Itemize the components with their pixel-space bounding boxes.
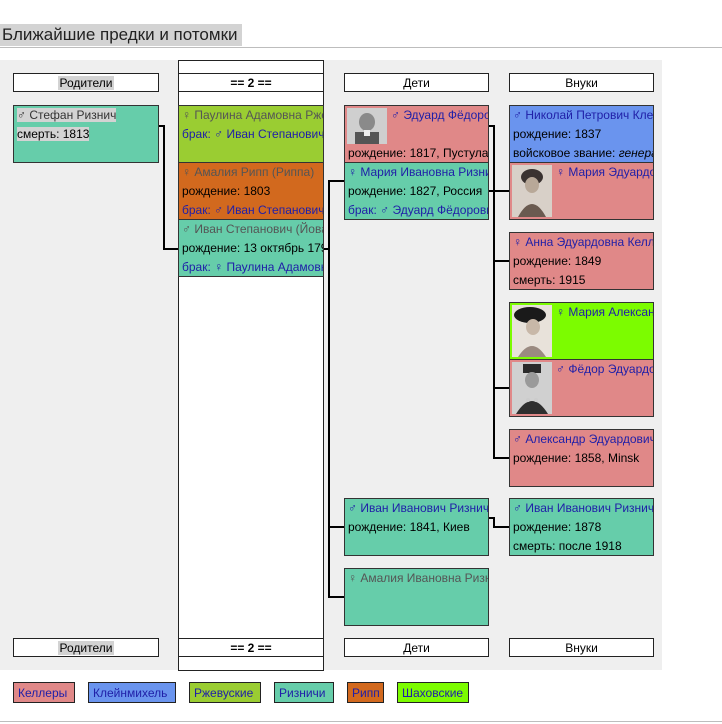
connector-line bbox=[328, 596, 344, 598]
person-name[interactable]: ♂ Эдуард Фёдорович bbox=[391, 108, 488, 122]
person-card-ivan-ivanovich-jr[interactable]: ♂ Иван Иванович Ризнич рождение: 1878 см… bbox=[509, 498, 654, 556]
legend-rzhevuskie[interactable]: Ржевуские bbox=[189, 682, 261, 703]
person-death: смерть: после 1918 bbox=[513, 539, 622, 553]
spouse-link[interactable]: ♂ Эдуард Фёдорович bbox=[380, 203, 488, 217]
person-name[interactable]: ♂ Фёдор Эдуардович bbox=[556, 362, 653, 376]
marriage-label: брак: bbox=[182, 203, 211, 217]
person-name[interactable]: ♂ Иван Степанович (Йован) bbox=[182, 222, 323, 236]
connector-line bbox=[328, 526, 344, 528]
connector-line bbox=[163, 125, 165, 249]
person-death: смерть: 1813 bbox=[17, 127, 90, 141]
person-card-anna[interactable]: ♀ Анна Эдуардовна Келлер рождение: 1849 … bbox=[509, 232, 654, 290]
military-rank-label: войсковое звание: bbox=[513, 146, 616, 160]
person-birth: рождение: 1878 bbox=[513, 520, 602, 534]
connector-line bbox=[493, 526, 509, 528]
header-parents-label: Родители bbox=[57, 76, 115, 90]
connector-line bbox=[493, 125, 495, 459]
person-birth: рождение: 1827, Россия bbox=[348, 184, 483, 198]
legend-kellery[interactable]: Келлеры bbox=[13, 682, 75, 703]
person-name[interactable]: ♂ Иван Иванович Ризнич bbox=[348, 501, 488, 515]
header-children-top: Дети bbox=[344, 73, 489, 92]
connector-line bbox=[163, 248, 178, 250]
person-card-eduard[interactable]: ♂ Эдуард Фёдорович рождение: 1817, Пусту… bbox=[344, 105, 489, 163]
person-card-nikolai[interactable]: ♂ Николай Петрович Клейнмихель рождение:… bbox=[509, 105, 654, 163]
person-card-paulina[interactable]: ♀ Паулина Адамовна Ржевуская брак: ♂ Ива… bbox=[178, 105, 324, 163]
header-children-bottom: Дети bbox=[344, 638, 489, 657]
spouse-link[interactable]: ♀ Паулина Адамовна bbox=[214, 260, 323, 274]
military-rank-value: генерал bbox=[618, 146, 653, 160]
person-name[interactable]: ♀ Мария Эдуардовна bbox=[556, 165, 653, 179]
person-name[interactable]: ♂ Иван Иванович Ризнич bbox=[513, 501, 653, 515]
person-card-fedor-eduardovich[interactable]: ♂ Фёдор Эдуардович bbox=[509, 359, 654, 417]
person-card-ivan-stepanovich[interactable]: ♂ Иван Степанович (Йован) рождение: 13 о… bbox=[178, 219, 324, 277]
header-grandchildren-bottom: Внуки bbox=[509, 638, 654, 657]
person-name[interactable]: ♀ Мария Ивановна Ризнич bbox=[348, 165, 488, 179]
person-card-stefan[interactable]: ♂ Стефан Ризнич смерть: 1813 bbox=[13, 105, 159, 163]
person-name[interactable]: ♂ Николай Петрович Клейнмихель bbox=[513, 108, 653, 122]
connector-line bbox=[159, 125, 164, 127]
title-divider bbox=[0, 47, 722, 48]
person-card-ivan-ivanovich[interactable]: ♂ Иван Иванович Ризнич рождение: 1841, К… bbox=[344, 498, 489, 556]
header-generation-bottom: == 2 == bbox=[178, 638, 324, 657]
header-parents-label: Родители bbox=[57, 641, 115, 655]
person-birth: рождение: 1841, Киев bbox=[348, 520, 470, 534]
person-name[interactable]: ♂ Александр Эдуардович bbox=[513, 432, 653, 446]
person-name[interactable]: ♀ Паулина Адамовна Ржевуская bbox=[182, 108, 323, 122]
connector-line bbox=[489, 190, 509, 192]
connector-line bbox=[493, 260, 509, 262]
person-card-amalia-ivanovna[interactable]: ♀ Амалия Ивановна Ризнич bbox=[344, 568, 489, 626]
person-card-maria-eduardovna[interactable]: ♀ Мария Эдуардовна bbox=[509, 162, 654, 220]
connector-line bbox=[328, 180, 344, 182]
header-parents-bottom: Родители bbox=[13, 638, 159, 657]
legend-shakhovskie[interactable]: Шаховские bbox=[397, 682, 469, 703]
person-name[interactable]: ♀ Мария Александровна bbox=[556, 305, 653, 319]
bottom-divider bbox=[0, 721, 722, 722]
connector-line bbox=[493, 387, 509, 389]
legend-riznichi[interactable]: Ризничи bbox=[274, 682, 334, 703]
header-generation-top: == 2 == bbox=[178, 73, 324, 92]
person-card-maria-aleksandrovna[interactable]: ♀ Мария Александровна bbox=[509, 302, 654, 360]
person-name[interactable]: ♀ Амалия Ивановна Ризнич bbox=[348, 571, 488, 585]
portrait-photo bbox=[347, 108, 387, 158]
legend-kleinmichel[interactable]: Клейнмихель bbox=[88, 682, 176, 703]
person-card-aleksandr[interactable]: ♂ Александр Эдуардович рождение: 1858, M… bbox=[509, 429, 654, 487]
portrait-photo bbox=[512, 165, 552, 217]
spouse-link[interactable]: ♂ Иван Степанович Ризнич bbox=[214, 127, 323, 141]
connector-line bbox=[324, 248, 329, 250]
marriage-label: брак: bbox=[182, 260, 211, 274]
person-name[interactable]: ♀ Анна Эдуардовна Келлер bbox=[513, 235, 653, 249]
connector-line bbox=[493, 457, 509, 459]
connector-line bbox=[328, 180, 330, 597]
person-name[interactable]: ♀ Амалия Рипп (Риппа) bbox=[182, 165, 315, 179]
marriage-label: брак: bbox=[182, 127, 211, 141]
page-title: Ближайшие предки и потомки bbox=[0, 24, 242, 46]
marriage-label: брак: bbox=[348, 203, 377, 217]
person-death: смерть: 1915 bbox=[513, 273, 586, 287]
person-birth: рождение: 1849 bbox=[513, 254, 602, 268]
person-birth: рождение: 1858, Minsk bbox=[513, 451, 640, 465]
person-card-amalia-ripp[interactable]: ♀ Амалия Рипп (Риппа) рождение: 1803 бра… bbox=[178, 162, 324, 220]
person-card-maria-ivanovna[interactable]: ♀ Мария Ивановна Ризнич рождение: 1827, … bbox=[344, 162, 489, 220]
header-parents-top: Родители bbox=[13, 73, 159, 92]
portrait-photo bbox=[512, 305, 552, 357]
connector-line bbox=[489, 517, 494, 519]
portrait-photo bbox=[512, 362, 552, 414]
person-birth: рождение: 1803 bbox=[182, 184, 271, 198]
person-name[interactable]: ♂ Стефан Ризнич bbox=[17, 108, 117, 122]
person-birth: рождение: 13 октябрь 1792 bbox=[182, 241, 323, 255]
connector-line bbox=[489, 125, 494, 127]
person-birth: рождение: 1817, Пустула bbox=[348, 146, 488, 160]
person-birth: рождение: 1837 bbox=[513, 127, 602, 141]
connector-line bbox=[493, 517, 495, 527]
spouse-link[interactable]: ♂ Иван Степанович Ризнич bbox=[214, 203, 323, 217]
header-grandchildren-top: Внуки bbox=[509, 73, 654, 92]
legend-ripp[interactable]: Рипп bbox=[347, 682, 384, 703]
